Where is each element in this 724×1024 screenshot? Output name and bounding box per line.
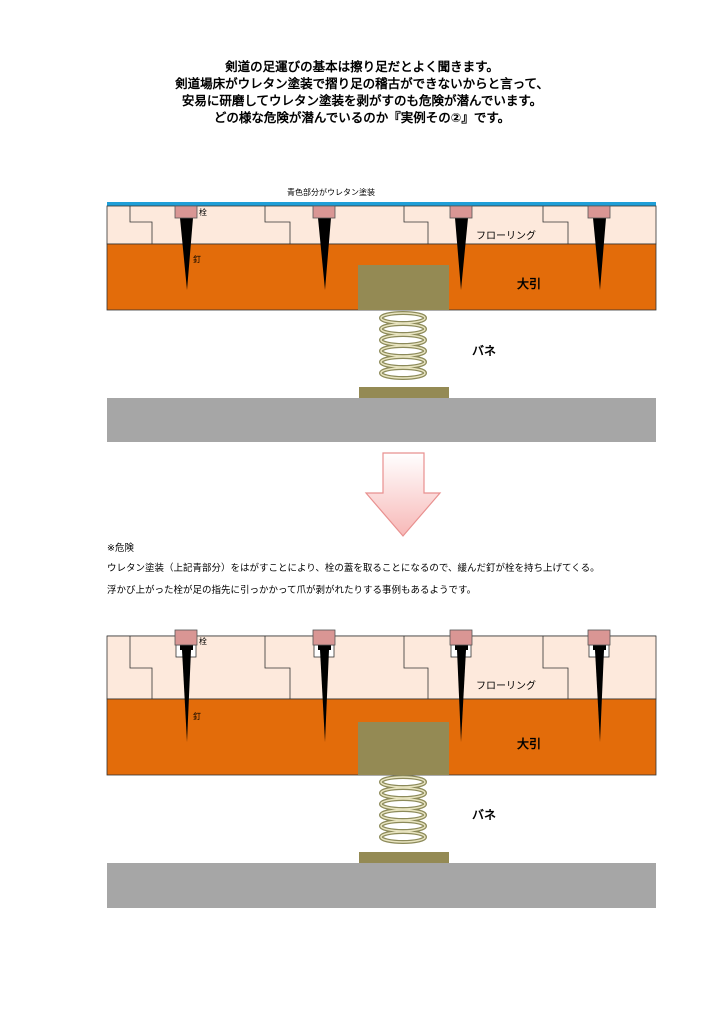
intro-text: 剣道の足運びの基本は擦り足だとよく聞きます。 剣道場床がウレタン塗装で摺り足の稽… xyxy=(0,58,724,126)
support-block xyxy=(358,722,449,775)
nail-label: 釘 xyxy=(193,255,201,264)
spring-label: バネ xyxy=(472,808,497,822)
danger-line-1: ウレタン塗装（上記青部分）をはがすことにより、栓の蓋を取ることになるので、緩んだ… xyxy=(107,563,600,574)
nails xyxy=(180,645,606,742)
nails xyxy=(180,218,606,290)
flooring-layer xyxy=(106,205,657,245)
danger-line-2: 浮かび上がった栓が足の指先に引っかかって爪が剥がれたりする事例もあるようです。 xyxy=(107,585,477,596)
spring-label: バネ xyxy=(472,344,497,358)
plug-label: 栓 xyxy=(199,208,207,217)
plug-label: 栓 xyxy=(199,637,207,646)
down-arrow xyxy=(364,452,442,537)
spring-highlight xyxy=(380,312,426,379)
ground-slab xyxy=(107,398,656,442)
flooring-label: フローリング xyxy=(476,681,536,692)
flooring-joints xyxy=(129,206,569,244)
intro-line: どの様な危険が潜んでいるのか『実例その②』です。 xyxy=(213,110,511,125)
intro-line: 安易に研磨してウレタン塗装を剥がすのも危険が潜んでいます。 xyxy=(181,93,543,108)
flooring-joints xyxy=(129,636,569,699)
plugs-raised xyxy=(174,629,611,646)
support-block xyxy=(358,265,449,310)
joist-label: 大引 xyxy=(517,737,542,751)
flooring-label: フローリング xyxy=(476,231,536,242)
spring-base-plate xyxy=(359,387,449,398)
plugs xyxy=(174,205,611,219)
joist-label: 大引 xyxy=(517,277,542,291)
spring-base-plate xyxy=(359,852,449,863)
diagram-bottom xyxy=(106,629,657,908)
spring-highlight xyxy=(380,776,426,843)
danger-heading: ※危険 xyxy=(107,543,134,554)
coating-label: 青色部分がウレタン塗装 xyxy=(287,188,375,197)
diagram-top xyxy=(106,202,657,442)
flooring-layer xyxy=(106,635,657,700)
nail-label: 釘 xyxy=(193,712,201,721)
ground-slab xyxy=(107,863,656,908)
urethane-coating xyxy=(107,202,656,206)
intro-line: 剣道場床がウレタン塗装で摺り足の稽古ができないからと言って、 xyxy=(175,76,549,91)
intro-line: 剣道の足運びの基本は擦り足だとよく聞きます。 xyxy=(225,59,499,74)
